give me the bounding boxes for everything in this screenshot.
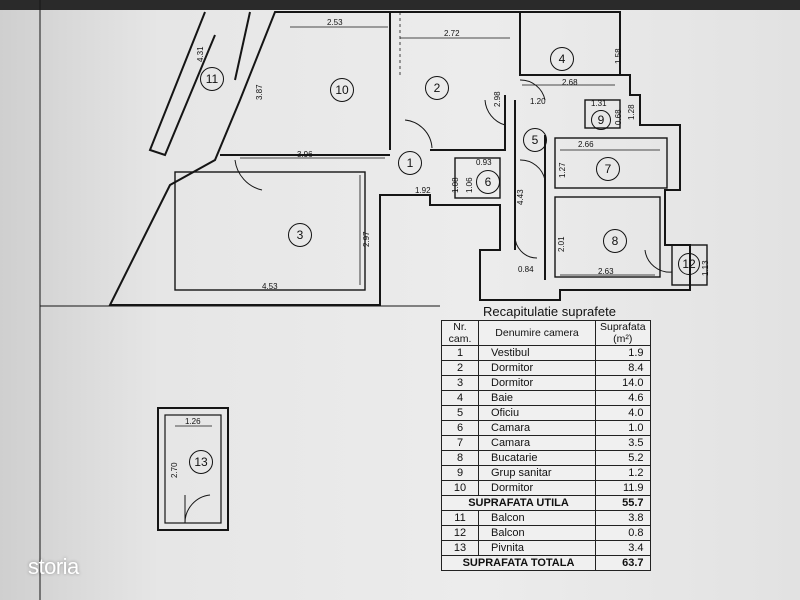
door-arc-1	[404, 119, 433, 149]
dim-2-72: 2.72	[444, 29, 460, 38]
dim-1-28: 1.28	[627, 104, 636, 120]
dim-1-58: 1.58	[614, 48, 623, 64]
header-nr: Nr. cam.	[441, 320, 479, 346]
door-arc-7	[519, 159, 546, 181]
dim-1-31: 1.31	[591, 99, 607, 108]
room-number-5: 5	[523, 128, 547, 152]
table-title: Recapitulatie suprafete	[483, 304, 616, 319]
wall-2-5	[430, 95, 506, 151]
dim-1-13: 1.13	[701, 260, 710, 276]
room-6-outline	[454, 157, 501, 199]
room-number-2: 2	[425, 76, 449, 100]
room-3-inner	[174, 171, 366, 291]
room-number-6: 6	[476, 170, 500, 194]
dim-1-27: 1.27	[558, 162, 567, 178]
dim-3-96: 3.96	[297, 150, 313, 159]
room-number-13: 13	[189, 450, 213, 474]
dim-4-53: 4.53	[262, 282, 278, 291]
dim-0-84: 0.84	[518, 265, 534, 274]
room-number-3: 3	[288, 223, 312, 247]
dim-1-20: 1.20	[530, 97, 546, 106]
door-arc-8	[514, 234, 538, 259]
dim-1-08: 1.08	[451, 177, 460, 193]
dim-1-92: 1.92	[415, 186, 431, 195]
room-number-1: 1	[398, 151, 422, 175]
dim-2-63: 2.63	[598, 267, 614, 276]
room-number-8: 8	[603, 229, 627, 253]
dim-2-98: 2.98	[493, 91, 502, 107]
door-arc-2	[484, 99, 506, 126]
door-arc-4	[519, 79, 546, 101]
cellar-13-inner	[164, 414, 222, 524]
balcony-11-inner	[234, 11, 251, 81]
apartment-outer-wall	[108, 11, 691, 306]
room-4-outline	[520, 11, 621, 75]
table-header-row: Nr. cam. Denumire camera Suprafata (m²)	[441, 320, 651, 346]
dim-1-26: 1.26	[185, 417, 201, 426]
room-number-4: 4	[550, 47, 574, 71]
dim-1-06: 1.06	[465, 177, 474, 193]
header-area: Suprafata (m²)	[595, 320, 651, 346]
dim-2-68: 2.68	[562, 78, 578, 87]
door-arc-12	[644, 249, 673, 273]
balcony-11-outline	[148, 11, 216, 157]
door-arc-3	[234, 159, 263, 191]
dim-0-93: 0.93	[476, 158, 492, 167]
room-number-11: 11	[200, 67, 224, 91]
room-8-outline	[554, 196, 661, 278]
dim-2-53: 2.53	[327, 18, 343, 27]
header-name: Denumire camera	[478, 320, 596, 346]
room-7-outline	[554, 137, 668, 189]
room-number-9: 9	[591, 110, 611, 130]
area-summary-table: Nr. cam. Denumire camera Suprafata (m²) …	[441, 320, 651, 571]
screen-top-bar	[0, 0, 800, 10]
dim-2-01: 2.01	[557, 236, 566, 252]
dim-4-31: 4.31	[196, 46, 205, 62]
dim-2-97: 2.97	[362, 231, 371, 247]
cellar-13-outline	[157, 407, 229, 531]
dim-3-87: 3.87	[255, 84, 264, 100]
room-number-7: 7	[596, 157, 620, 181]
dim-0-68: 0.68	[614, 109, 623, 125]
storia-logo: storia	[28, 554, 79, 579]
dim-4-43: 4.43	[516, 189, 525, 205]
room-number-10: 10	[330, 78, 354, 102]
room-number-12: 12	[678, 253, 700, 275]
dim-2-70: 2.70	[170, 462, 179, 478]
dim-2-66: 2.66	[578, 140, 594, 149]
door-arc-13	[184, 494, 211, 524]
balcony-12-outline	[671, 244, 708, 286]
